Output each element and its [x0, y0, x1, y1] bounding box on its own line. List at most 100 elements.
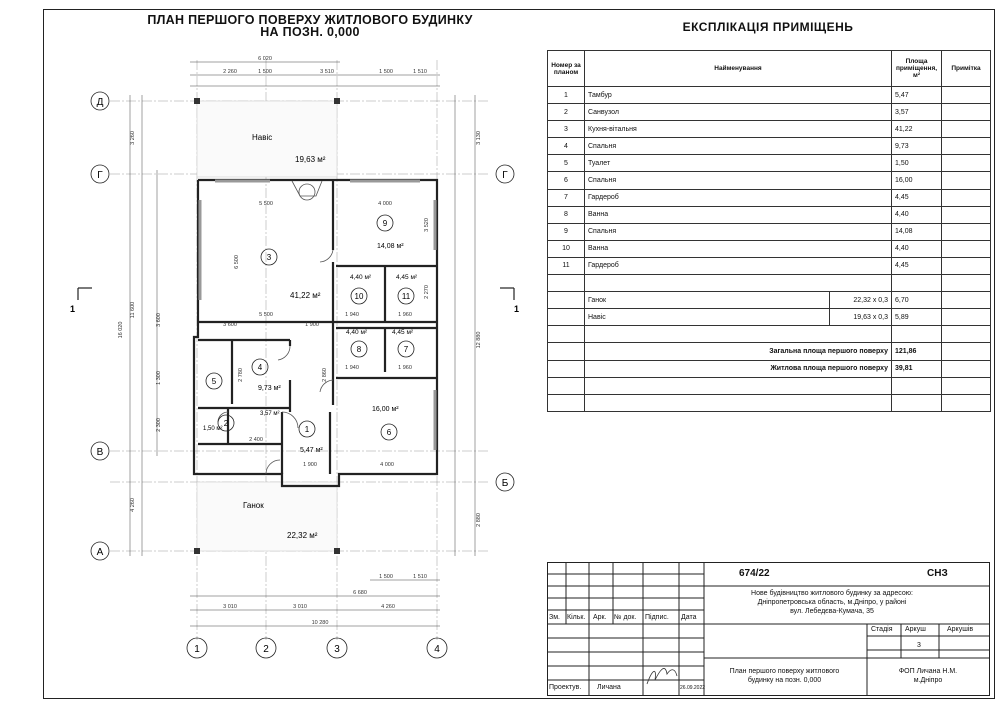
- empty-cell: [891, 325, 943, 344]
- dim-right-2: 12 880: [476, 332, 482, 349]
- room-note-cell: [941, 205, 992, 224]
- dim-left-2: 3 600: [156, 313, 162, 327]
- room-name-cell: Тамбур: [583, 85, 893, 105]
- dim-inner-9: 1 960: [398, 365, 412, 371]
- dim-left-mid: 11 600: [130, 302, 136, 318]
- extra-area-cell: 6,70: [891, 291, 943, 310]
- dim-right-1: 3 130: [476, 131, 482, 145]
- empty-cell: [547, 342, 585, 361]
- stamp-col-date: Дата: [681, 614, 697, 621]
- room-area-cell: 9,73: [891, 137, 943, 156]
- floor-plan: Д Г В А Г Б 1 2 3 4 1 1 3: [70, 56, 519, 659]
- dim-inner-3: 5 500: [259, 312, 273, 318]
- room-area-cell: 41,22: [891, 120, 943, 139]
- room-name-cell: Спальня: [583, 222, 893, 241]
- room-number-cell: 7: [547, 188, 585, 207]
- designer-name: Личана: [597, 684, 621, 691]
- axis-label-a: А: [97, 547, 104, 558]
- dim-inner-12: 4 000: [380, 462, 394, 468]
- room-note-cell: [941, 222, 992, 241]
- explication-table: Номер за планом Найменування Площа примі…: [547, 50, 992, 412]
- room-number-5: 5: [212, 377, 217, 386]
- extra-name-cell: Ганок: [584, 291, 830, 310]
- dim-inner-vert-4: 2 780: [238, 368, 244, 382]
- dim-inner-8: 1 940: [345, 365, 359, 371]
- dim-bottom-1: 1 500: [379, 574, 393, 580]
- drawing-name-line2: будинку на позн. 0,000: [747, 677, 822, 684]
- plan-title-line1: ПЛАН ПЕРШОГО ПОВЕРХУ ЖИТЛОВОГО БУДИНКУ: [147, 13, 473, 27]
- room-name-cell: Кухня-вітальня: [583, 120, 893, 139]
- section-mark-left: 1: [70, 304, 75, 314]
- empty-cell: [583, 325, 893, 344]
- room-number-cell: 6: [547, 171, 585, 190]
- title-block: 674/22 СНЗ Нове будівництво житлового бу…: [547, 562, 990, 696]
- room-name-cell: Спальня: [583, 171, 893, 190]
- room-number-8: 8: [357, 345, 362, 354]
- empty-cell: [547, 291, 585, 310]
- naves-area: 19,63 м²: [295, 155, 326, 164]
- dim-bottom-total: 10 280: [312, 620, 329, 626]
- room-area-cell: 3,57: [891, 103, 943, 122]
- dim-left-total: 16 020: [118, 322, 124, 339]
- dim-bottom-2: 1 510: [413, 574, 427, 580]
- section-mark-right: 1: [514, 304, 519, 314]
- room-name-cell: Гардероб: [583, 256, 893, 276]
- stamp-col-qty: Кільк.: [567, 614, 586, 621]
- empty-cell: [891, 393, 943, 412]
- axis-label-g-left: Г: [97, 170, 103, 181]
- role-label: Проектув.: [549, 684, 582, 691]
- room-note-cell: [941, 171, 992, 190]
- room-number-cell: 3: [547, 120, 585, 139]
- stamp-code: 674/22: [739, 568, 770, 579]
- empty-cell: [941, 274, 992, 293]
- plan-title-line2: НА ПОЗН. 0,000: [260, 25, 360, 39]
- dim-inner-vert-3: 2 270: [424, 285, 430, 299]
- room-number-7: 7: [404, 345, 409, 354]
- stamp-col-change: Зм.: [549, 614, 560, 621]
- room-note-cell: [941, 188, 992, 207]
- project-line2: Дніпропетровська область, м.Дніпро, у ра…: [757, 599, 907, 606]
- room1-area: 5,47 м²: [300, 447, 323, 454]
- dim-inner-vert-1: 6 500: [234, 255, 240, 269]
- empty-cell: [941, 393, 992, 412]
- room11-area: 4,45 м²: [396, 274, 418, 281]
- sign-date: 26.09.2022: [680, 685, 706, 691]
- room-number-cell: 4: [547, 137, 585, 156]
- dim-bottom-3: 6 680: [353, 590, 367, 596]
- table-row-empty: [547, 325, 992, 344]
- dim-inner-vert-2: 3 520: [424, 218, 430, 232]
- title-block-grid: [547, 562, 990, 696]
- empty-cell: [547, 393, 585, 412]
- room-name-cell: Туалет: [583, 154, 893, 173]
- drawing-name-line1: План першого поверху житлового: [729, 668, 840, 675]
- dim-inner-11: 1 900: [303, 462, 317, 468]
- project-line3: вул. Лебедєва-Кумача, 35: [790, 608, 874, 615]
- room-number-cell: 11: [547, 256, 585, 276]
- room-note-cell: [941, 103, 992, 122]
- dim-left-1: 3 260: [130, 131, 136, 145]
- empty-cell: [547, 376, 585, 395]
- header-number: Номер за планом: [547, 50, 585, 87]
- room2-area: 3,57 м²: [260, 411, 279, 417]
- room-name-cell: Гардероб: [583, 188, 893, 207]
- dim-top-3: 3 510: [320, 69, 334, 75]
- room-name-cell: Ванна: [583, 239, 893, 258]
- header-note: Примітка: [941, 50, 992, 87]
- dim-top-1: 2 260: [223, 69, 237, 75]
- header-name: Найменування: [583, 50, 893, 87]
- empty-cell: [941, 342, 992, 361]
- dim-inner-7: 1 960: [398, 312, 412, 318]
- ganok-area: 22,32 м²: [287, 531, 318, 540]
- empty-cell: [547, 274, 585, 293]
- room-number-cell: 2: [547, 103, 585, 122]
- room-number-9: 9: [383, 219, 388, 228]
